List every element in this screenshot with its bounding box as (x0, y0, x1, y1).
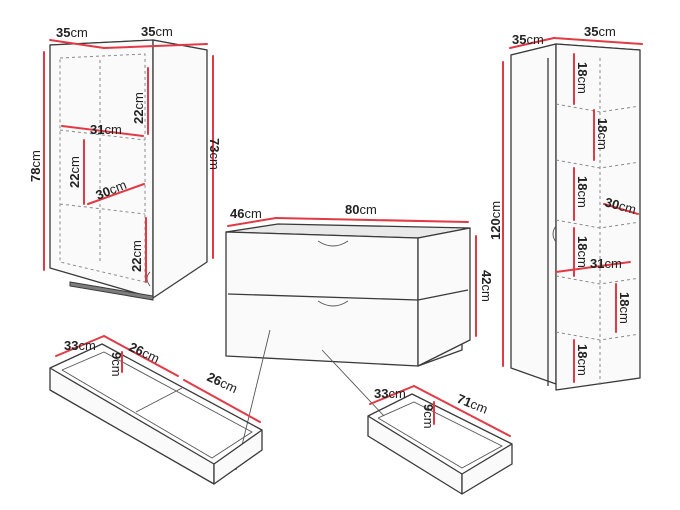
dim-line-bookcase-shelf-depth (603, 203, 639, 215)
dim-line-small-depth (49, 39, 105, 49)
bookcase-c1-label: 18cm (575, 62, 590, 94)
small-cabinet-width-label: 35cm (141, 24, 173, 39)
drawer-chest-width-label: 80cm (345, 202, 377, 217)
drawer-handle-bottom (317, 300, 349, 307)
single-drawer: 33cm 71cm 9cm (367, 385, 513, 495)
small-cabinet-depth-label: 35cm (56, 25, 88, 40)
dim-line-small-width (103, 43, 208, 49)
single-drawer-end (461, 443, 513, 495)
bookcase-depth-label: 35cm (512, 32, 544, 47)
small-cabinet-upper-label: 22cm (131, 92, 146, 124)
dim-line-bookcase-width (553, 37, 643, 45)
divided-drawer-depth-label: 33cm (64, 338, 96, 353)
divided-drawer: 33cm 26cm 26cm 9cm (49, 335, 263, 485)
single-drawer-rim (367, 393, 513, 445)
small-cabinet: 35cm 35cm 78cm 73cm 22cm 31cm 22cm 30cm … (28, 24, 222, 301)
bookcase-side (510, 43, 557, 385)
small-cabinet-middle-label: 22cm (67, 156, 82, 188)
divided-drawer-section-1-label: 26cm (127, 339, 162, 366)
bookcase-c2-label: 18cm (595, 118, 610, 150)
dim-line-divided-section-2 (183, 379, 261, 423)
bookcase-c3-label: 18cm (575, 176, 590, 208)
drawer-chest-split (227, 293, 419, 301)
small-cabinet-side (152, 39, 208, 299)
drawer-chest-side (417, 227, 471, 367)
bookcase-shelf-depth-label: 30cm (603, 194, 638, 217)
single-drawer-width-label: 71cm (455, 391, 490, 417)
drawer-chest: 46cm 80cm 42cm (225, 202, 494, 471)
single-drawer-inner-height-label: 9cm (421, 404, 436, 429)
single-drawer-inner (377, 401, 503, 469)
bookcase-shelf-4 (555, 275, 641, 285)
drawer-chest-depth-label: 46cm (230, 206, 262, 221)
dim-line-single-width (413, 385, 511, 437)
divided-drawer-partition (135, 387, 183, 413)
dim-line-bookcase-shelf-width (555, 261, 631, 273)
dim-line-chest-width (275, 217, 469, 223)
bookcase-c5-label: 18cm (617, 292, 632, 324)
small-cabinet-height-label: 78cm (28, 150, 43, 182)
dim-line-divided-depth (55, 335, 105, 357)
dim-line-bookcase-depth (509, 37, 555, 49)
single-drawer-depth-label: 33cm (374, 386, 406, 401)
small-cabinet-shelf-width-label: 31cm (90, 122, 122, 137)
small-cabinet-shelf-1 (59, 129, 146, 141)
divided-drawer-inner (61, 351, 253, 459)
divided-drawer-rim (49, 343, 263, 431)
bookcase-shelf-width-label: 31cm (590, 256, 622, 271)
single-drawer-front (367, 415, 463, 495)
dim-line-single-depth (369, 385, 415, 405)
dim-line-small-shelf-width (61, 125, 144, 137)
bookcase-height-label: 120cm (488, 201, 503, 240)
divided-drawer-section-2-label: 26cm (205, 369, 240, 396)
divided-drawer-end (213, 429, 263, 485)
bookcase: 35cm 35cm 120cm 18cm 18cm 18cm 30cm 18cm… (488, 24, 643, 391)
bookcase-front (555, 43, 641, 391)
bookcase-handle (552, 225, 557, 243)
divided-drawer-inner-height-label: 9cm (109, 352, 124, 377)
drawer-chest-split-side (417, 289, 469, 301)
drawer-chest-height-label: 42cm (479, 270, 494, 302)
small-cabinet-shelf-depth-label: 30cm (94, 177, 129, 203)
bookcase-c6-label: 18cm (575, 344, 590, 376)
dim-line-divided-section-1 (103, 335, 179, 377)
callout-line-right (321, 349, 385, 417)
small-cabinet-plinth (69, 281, 154, 301)
small-cabinet-shelf-2 (59, 203, 146, 215)
dim-line-chest-depth (227, 217, 277, 227)
divided-drawer-front (49, 367, 215, 485)
bookcase-c4-label: 18cm (575, 236, 590, 268)
small-cabinet-side-height-label: 73cm (207, 138, 222, 170)
bookcase-width-label: 35cm (584, 24, 616, 39)
small-cabinet-lower-label: 22cm (129, 240, 144, 272)
dim-line-small-shelf-depth (87, 183, 145, 205)
drawer-handle-top (317, 240, 349, 247)
